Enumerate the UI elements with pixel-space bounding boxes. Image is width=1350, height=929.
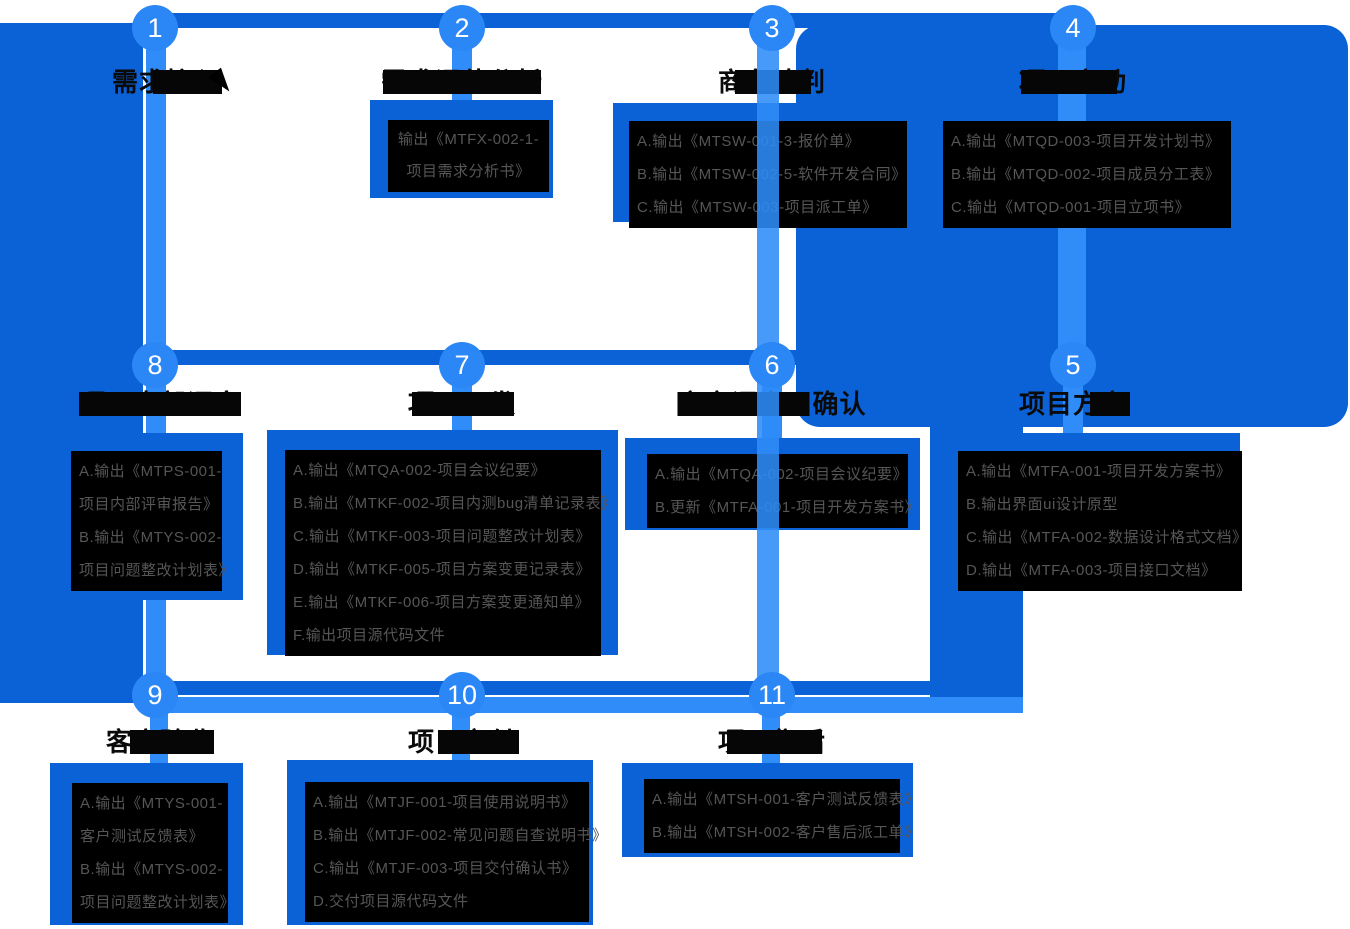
step-5-circle: 5 bbox=[1050, 342, 1096, 388]
step-5-output-panel: A.输出《MTFA-001-项目开发方案书》 B.输出界面ui设计原型 C.输出… bbox=[958, 451, 1248, 591]
step-5-title: 项目方案 bbox=[1019, 390, 1131, 418]
connector-line-bottom bbox=[155, 681, 985, 695]
step-4-circle: 4 bbox=[1050, 5, 1096, 51]
flow-band-bottom-horizontal bbox=[146, 697, 1023, 713]
connector-line-middle bbox=[155, 350, 1073, 365]
output-line: B.输出《MTJF-002-常见问题自查说明书》 bbox=[313, 827, 608, 844]
output-line: B.更新《MTFA-001-项目开发方案书》 bbox=[655, 499, 921, 516]
step-2-circle: 2 bbox=[439, 5, 485, 51]
output-line: A.输出《MTQA-002-项目会议纪要》 bbox=[293, 462, 547, 479]
step-11-output-panel: A.输出《MTSH-001-客户测试反馈表》 B.输出《MTSH-002-客户售… bbox=[644, 779, 920, 853]
output-line: 项目需求分析书》 bbox=[406, 163, 531, 180]
step-2-card: 输出《MTFX-002-1- 项目需求分析书》 bbox=[370, 100, 553, 198]
output-line: C.输出《MTFA-002-数据设计格式文档》 bbox=[966, 529, 1248, 546]
connector-line-top bbox=[155, 13, 1073, 28]
output-line: A.输出《MTSW-001-3-报价单》 bbox=[637, 133, 861, 150]
output-line: 项目问题整改计划表》 bbox=[79, 562, 235, 579]
title-cover bbox=[78, 392, 242, 416]
output-line: D.输出《MTKF-005-项目方案变更记录表》 bbox=[293, 561, 591, 578]
output-line: A.输出《MTQA-002-项目会议纪要》 bbox=[655, 466, 909, 483]
step-10-output-panel: A.输出《MTJF-001-项目使用说明书》 B.输出《MTJF-002-常见问… bbox=[305, 782, 608, 922]
step-7-circle: 7 bbox=[439, 342, 485, 388]
title-cover bbox=[129, 730, 215, 754]
output-line: C.输出《MTKF-003-项目问题整改计划表》 bbox=[293, 528, 591, 545]
output-line: 项目问题整改计划表》 bbox=[80, 894, 236, 911]
output-line: B.输出《MTQD-002-项目成员分工表》 bbox=[951, 166, 1221, 183]
step-8-circle: 8 bbox=[132, 342, 178, 388]
step-11-circle: 11 bbox=[749, 672, 795, 718]
step-4-card: A.输出《MTQD-003-项目开发计划书》 B.输出《MTQD-002-项目成… bbox=[935, 103, 1245, 228]
step-2-title: 需求评估分析 bbox=[381, 68, 543, 96]
step-9-title: 客户验收 bbox=[106, 728, 215, 756]
title-cover bbox=[438, 730, 520, 754]
output-line: 项目内部评审报告》 bbox=[79, 496, 219, 513]
title-cover bbox=[1090, 392, 1131, 416]
output-line: A.输出《MTSH-001-客户测试反馈表》 bbox=[652, 791, 920, 808]
step-8-output-panel: A.输出《MTPS-001- 项目内部评审报告》 B.输出《MTYS-002- … bbox=[71, 451, 235, 591]
title-cover bbox=[382, 70, 542, 94]
step-10-card: A.输出《MTJF-001-项目使用说明书》 B.输出《MTJF-002-常见问… bbox=[287, 760, 608, 925]
output-line: B.输出《MTYS-002- bbox=[79, 529, 222, 546]
output-line: C.输出《MTJF-003-项目交付确认书》 bbox=[313, 860, 578, 877]
title-cover bbox=[153, 70, 223, 94]
step-10-title: 项目交付 bbox=[408, 728, 520, 756]
step-8-card: A.输出《MTPS-001- 项目内部评审报告》 B.输出《MTYS-002- … bbox=[43, 433, 243, 600]
output-line: 输出《MTFX-002-1- bbox=[397, 131, 540, 148]
step-4-output-panel: A.输出《MTQD-003-项目开发计划书》 B.输出《MTQD-002-项目成… bbox=[943, 121, 1231, 228]
title-cover bbox=[677, 392, 810, 416]
step-1-title: 需求接入 bbox=[112, 68, 223, 96]
title-cover bbox=[726, 730, 822, 754]
step-2-output-panel: 输出《MTFX-002-1- 项目需求分析书》 bbox=[388, 120, 549, 192]
output-line: B.输出《MTKF-002-项目内测bug清单记录表》 bbox=[293, 495, 617, 512]
step-9-output-panel: A.输出《MTYS-001- 客户测试反馈表》 B.输出《MTYS-002- 项… bbox=[72, 783, 236, 923]
title-cover bbox=[1021, 70, 1118, 94]
step-10-circle: 10 bbox=[439, 672, 485, 718]
output-line: B.输出《MTSH-002-客户售后派工单》 bbox=[652, 824, 920, 841]
output-line: A.输出《MTYS-001- bbox=[80, 795, 223, 812]
step-3-circle: 3 bbox=[749, 5, 795, 51]
step-9-circle: 9 bbox=[132, 672, 178, 718]
output-line: F.输出项目源代码文件 bbox=[293, 627, 446, 644]
step-1-circle: 1 bbox=[132, 5, 178, 51]
step-7-card: A.输出《MTQA-002-项目会议纪要》 B.输出《MTKF-002-项目内测… bbox=[267, 430, 618, 656]
step-9-card: A.输出《MTYS-001- 客户测试反馈表》 B.输出《MTYS-002- 项… bbox=[50, 763, 243, 925]
title-cover bbox=[412, 392, 514, 416]
step-6-circle: 6 bbox=[749, 342, 795, 388]
step-5-card: A.输出《MTFA-001-项目开发方案书》 B.输出界面ui设计原型 C.输出… bbox=[938, 433, 1248, 591]
output-line: A.输出《MTFA-001-项目开发方案书》 bbox=[966, 463, 1232, 480]
output-line: C.输出《MTQD-001-项目立项书》 bbox=[951, 199, 1191, 216]
output-line: A.输出《MTPS-001- bbox=[79, 463, 222, 480]
output-line: A.输出《MTQD-003-项目开发计划书》 bbox=[951, 133, 1221, 150]
output-line: D.交付项目源代码文件 bbox=[313, 893, 469, 910]
background-block-left bbox=[0, 23, 143, 703]
step-7-title: 项目开发 bbox=[408, 390, 516, 418]
output-line: A.输出《MTJF-001-项目使用说明书》 bbox=[313, 794, 577, 811]
step-7-output-panel: A.输出《MTQA-002-项目会议纪要》 B.输出《MTKF-002-项目内测… bbox=[285, 450, 617, 656]
step-11-title: 项目售后 bbox=[718, 728, 826, 756]
step-8-title: 项目内部评审 bbox=[78, 390, 242, 418]
step-4-title: 项目启动 bbox=[1019, 68, 1127, 96]
output-line: D.输出《MTFA-003-项目接口文档》 bbox=[966, 562, 1217, 579]
step-11-card: A.输出《MTSH-001-客户测试反馈表》 B.输出《MTSH-002-客户售… bbox=[622, 763, 920, 857]
output-line: B.输出《MTYS-002- bbox=[80, 861, 223, 878]
output-line: E.输出《MTKF-006-项目方案变更通知单》 bbox=[293, 594, 591, 611]
output-line: B.输出界面ui设计原型 bbox=[966, 496, 1118, 513]
output-line: 客户测试反馈表》 bbox=[80, 828, 205, 845]
